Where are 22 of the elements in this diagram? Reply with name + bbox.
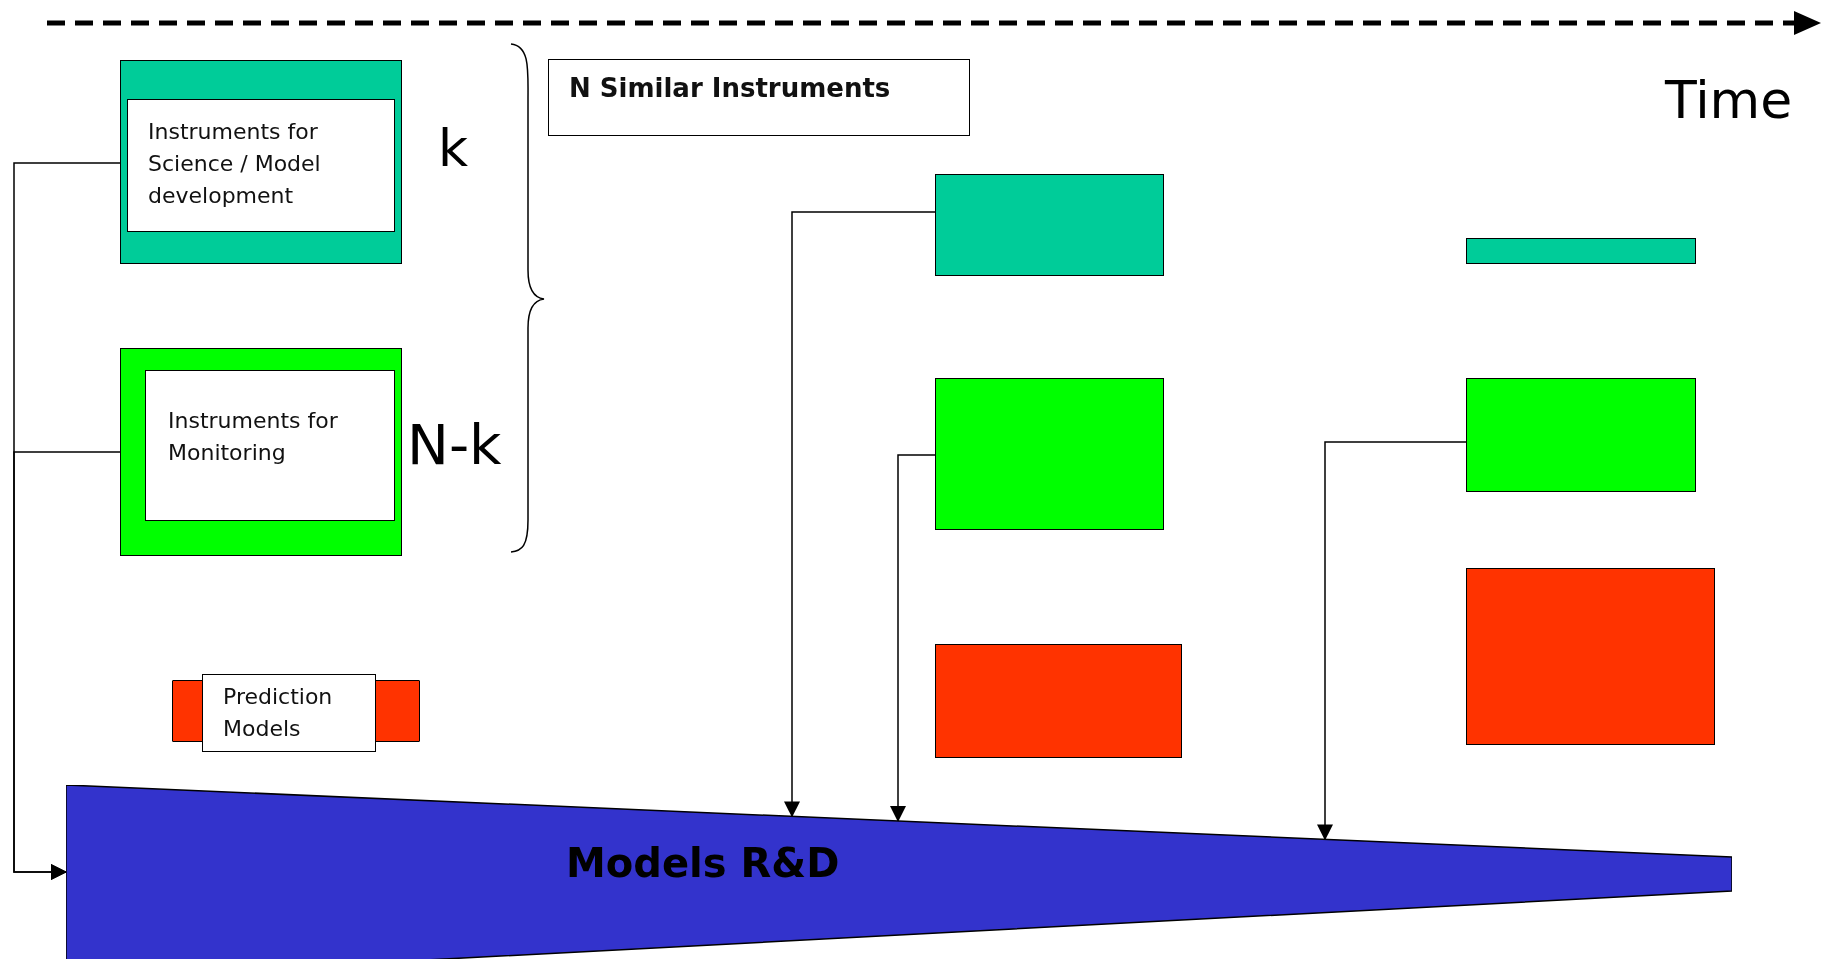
colored-frame <box>120 348 402 556</box>
label-box: N Similar Instruments <box>548 59 970 136</box>
colored-block <box>1466 378 1696 492</box>
axis-label: Time <box>1665 70 1793 130</box>
colored-block <box>935 174 1164 276</box>
label-box: Prediction Models <box>202 674 376 752</box>
colored-block <box>1466 568 1715 745</box>
arrow <box>890 454 936 822</box>
colored-block <box>1466 238 1696 264</box>
shape-label: Models R&D <box>566 840 840 886</box>
arrow <box>13 451 121 880</box>
label-box: Instruments for Monitoring <box>145 370 395 521</box>
count-label: k <box>438 118 469 178</box>
arrow <box>1317 441 1467 841</box>
count-label: N-k <box>407 412 502 477</box>
arrow <box>784 211 936 818</box>
colored-block <box>172 680 203 742</box>
colored-block <box>375 680 420 742</box>
colored-block <box>935 644 1182 758</box>
colored-frame <box>120 60 402 264</box>
label-box: Instruments for Science / Model development <box>127 99 395 232</box>
colored-block <box>935 378 1164 530</box>
